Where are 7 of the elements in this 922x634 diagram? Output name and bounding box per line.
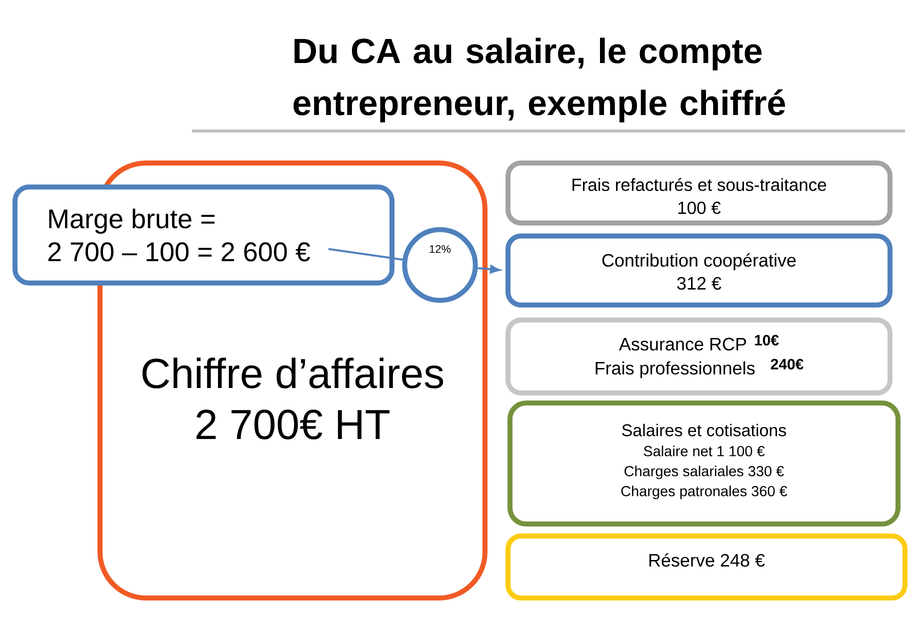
cost-box: Frais refacturés et sous-traitance 100 €: [506, 160, 892, 226]
contribution-box: Contribution coopérative 312 €: [506, 234, 892, 308]
salary-box: Salaires et cotisations Salaire net 1 100 € Charges salariales 330 € Charges patronales 360 €: [508, 400, 900, 526]
margin-box: Marge brute = 2 700 – 100 = 2 600 €: [12, 184, 394, 286]
expense-box: Assurance RCP 10€ Frais professionnels 240€: [506, 318, 892, 396]
reserve-box: Réserve 248 €: [506, 534, 908, 600]
title: Du CA au salaire, le compte entrepreneur, exemple chiffré: [294, 38, 786, 122]
